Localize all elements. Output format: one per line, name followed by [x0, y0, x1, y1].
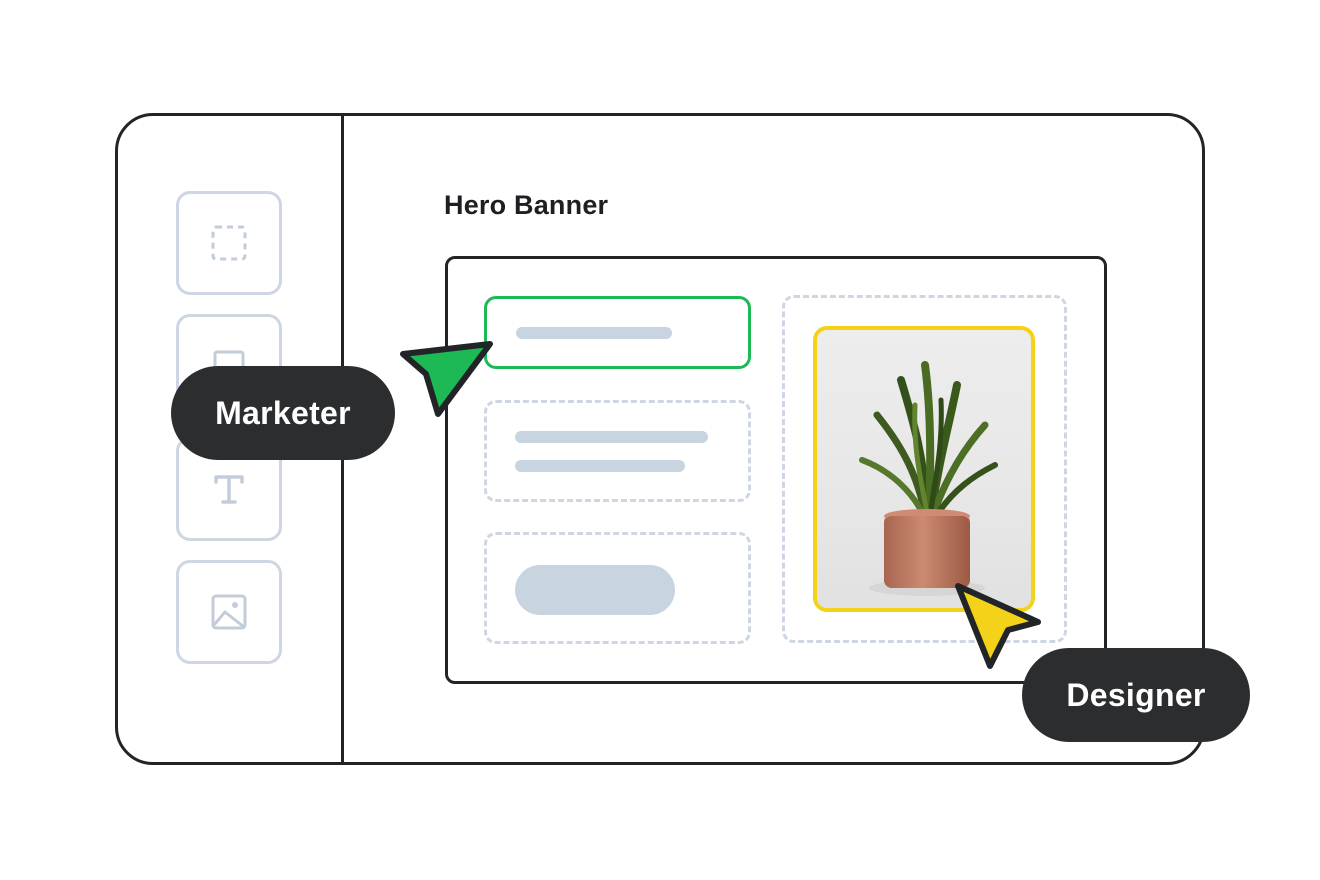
text-placeholder-line	[515, 431, 708, 443]
image-block-container[interactable]	[782, 295, 1067, 643]
button-placeholder	[515, 565, 675, 615]
canvas-title: Hero Banner	[444, 190, 609, 220]
image-icon	[211, 594, 247, 630]
heading-block-selected[interactable]	[484, 296, 751, 369]
text-placeholder-line	[515, 460, 685, 472]
potted-plant-image	[859, 361, 998, 596]
container-tool-button[interactable]	[176, 191, 282, 295]
dashed-square-icon	[211, 225, 247, 261]
image-tool-button[interactable]	[176, 560, 282, 664]
body-text-block[interactable]	[484, 400, 751, 502]
marketer-label: Marketer	[171, 366, 395, 460]
text-icon	[214, 475, 244, 504]
marketer-cursor-icon	[400, 341, 493, 417]
image-block-selected[interactable]	[813, 326, 1035, 612]
heading-placeholder-line	[516, 327, 672, 339]
designer-cursor-icon	[955, 583, 1041, 669]
button-block[interactable]	[484, 532, 751, 644]
designer-label: Designer	[1022, 648, 1250, 742]
